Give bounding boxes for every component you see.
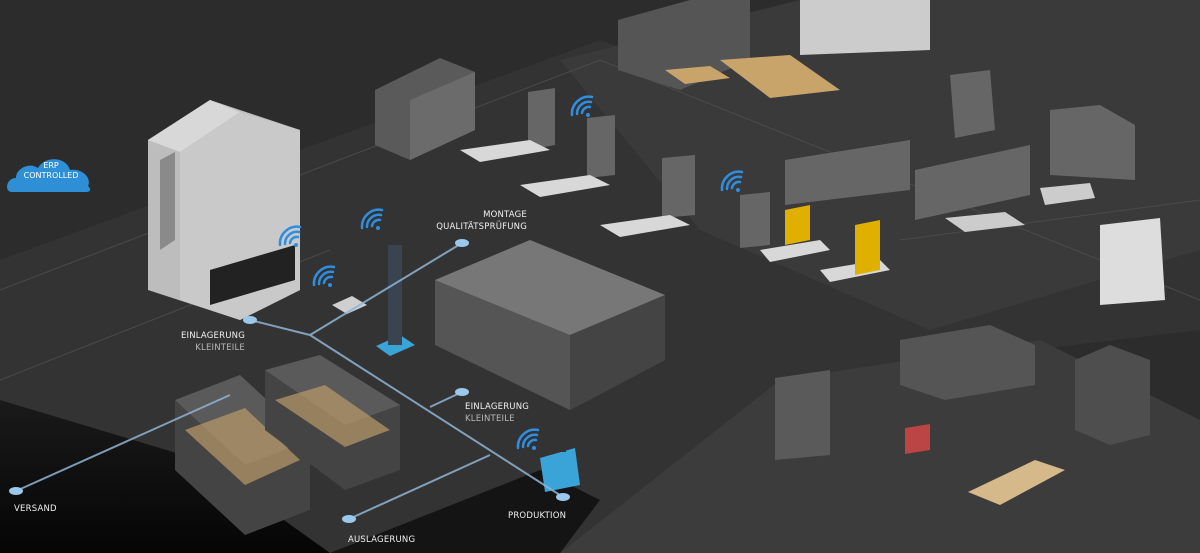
label-title: EINLAGERUNG — [465, 402, 530, 412]
floor-edge — [330, 470, 600, 553]
wifi-icon — [360, 208, 384, 230]
node-auslagerung[interactable] — [342, 515, 356, 523]
drawer-cabinets — [375, 58, 770, 248]
label-produktion: PRODUKTION — [508, 511, 567, 521]
erp-cloud-icon — [7, 159, 91, 192]
wifi-icon — [720, 170, 744, 192]
wifi-icon — [312, 265, 336, 287]
node-versand[interactable] — [9, 487, 23, 495]
label-montage: MONTAGE QUALITÄTSPRÜFUNG — [436, 209, 527, 233]
label-sub: KLEINTEILE — [465, 414, 515, 424]
connection-lines — [15, 242, 564, 520]
label-versand: VERSAND — [14, 504, 57, 514]
node-einlagerung-1[interactable] — [243, 316, 257, 324]
node-montage[interactable] — [455, 239, 469, 247]
label-title: EINLAGERUNG — [180, 331, 245, 341]
vertical-lift-tower — [148, 100, 300, 320]
erp-cloud-label: ERP CONTROLLED — [12, 161, 90, 181]
connection-nodes — [9, 239, 570, 523]
label-title: MONTAGE — [483, 210, 527, 220]
cloud-line-2: CONTROLLED — [23, 171, 79, 180]
wifi-icon — [516, 428, 540, 450]
wooden-shelving — [175, 355, 400, 535]
wifi-icon — [278, 225, 302, 247]
node-produktion[interactable] — [556, 493, 570, 501]
workshop-furniture — [618, 0, 1165, 305]
label-einlagerung-2: EINLAGERUNG KLEINTEILE — [465, 401, 529, 425]
floor-lower-right — [560, 340, 1200, 553]
lower-right-furniture — [775, 325, 1150, 505]
label-sub: QUALITÄTSPRÜFUNG — [436, 222, 527, 232]
node-einlagerung-2[interactable] — [455, 388, 469, 396]
label-einlagerung-1: EINLAGERUNG KLEINTEILE — [181, 330, 245, 354]
cloud-line-1: ERP — [43, 161, 59, 170]
label-auslagerung: AUSLAGERUNG — [348, 535, 416, 545]
grey-shelving-block — [435, 240, 665, 410]
label-sub: KLEINTEILE — [195, 343, 245, 353]
robots — [332, 245, 580, 492]
wifi-icon — [570, 95, 594, 117]
